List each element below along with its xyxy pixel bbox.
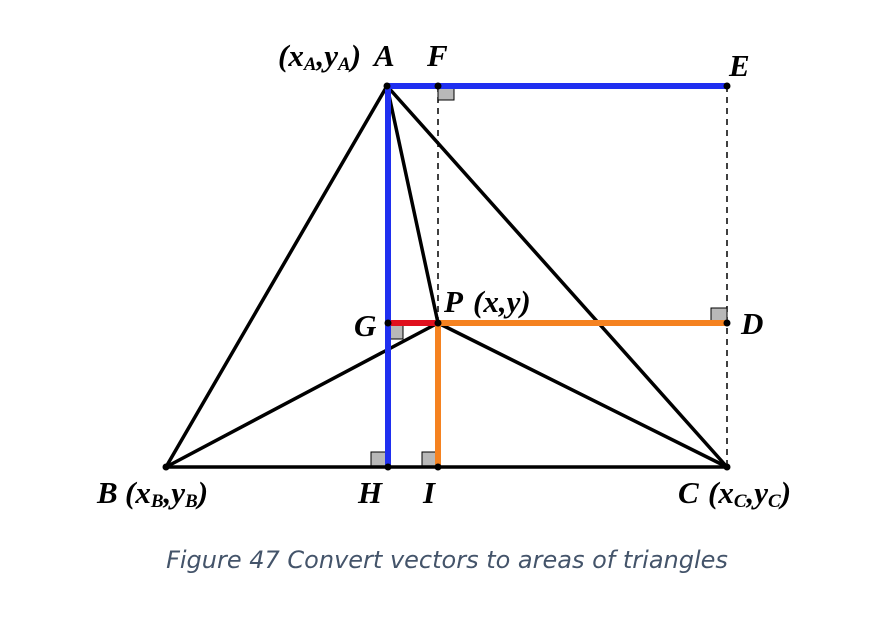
point-D (723, 319, 731, 327)
label-P-coordinates: (x,y) (473, 284, 531, 319)
point-P (434, 319, 442, 327)
point-C (723, 463, 731, 471)
label-C-coordinates: (xC,yC) (708, 475, 791, 512)
side-AB (164, 84, 389, 469)
label-F: F (426, 38, 448, 73)
point-F (434, 82, 442, 90)
segment-AP (385, 84, 440, 325)
label-G: G (354, 308, 377, 343)
points (162, 82, 731, 471)
label-A: A (372, 38, 395, 73)
figure-caption: Figure 47 Convert vectors to areas of tr… (166, 546, 728, 574)
segment-PB (164, 321, 440, 469)
label-B: B (96, 475, 118, 510)
label-A-coordinates: (xA,yA) (278, 38, 361, 75)
point-H (384, 463, 392, 471)
side-AC (385, 84, 729, 469)
point-G (384, 319, 392, 327)
point-B (162, 463, 170, 471)
point-I (434, 463, 442, 471)
label-H: H (357, 475, 383, 510)
label-D: D (740, 306, 763, 341)
point-A (383, 82, 391, 90)
triangle-lines (164, 84, 729, 469)
label-I: I (422, 475, 436, 510)
segment-PC (436, 321, 729, 469)
label-B-coordinates: (xB,yB) (125, 475, 208, 512)
label-E: E (728, 48, 750, 83)
label-P: P (443, 284, 464, 319)
label-C: C (678, 475, 699, 510)
point-E (723, 82, 731, 90)
